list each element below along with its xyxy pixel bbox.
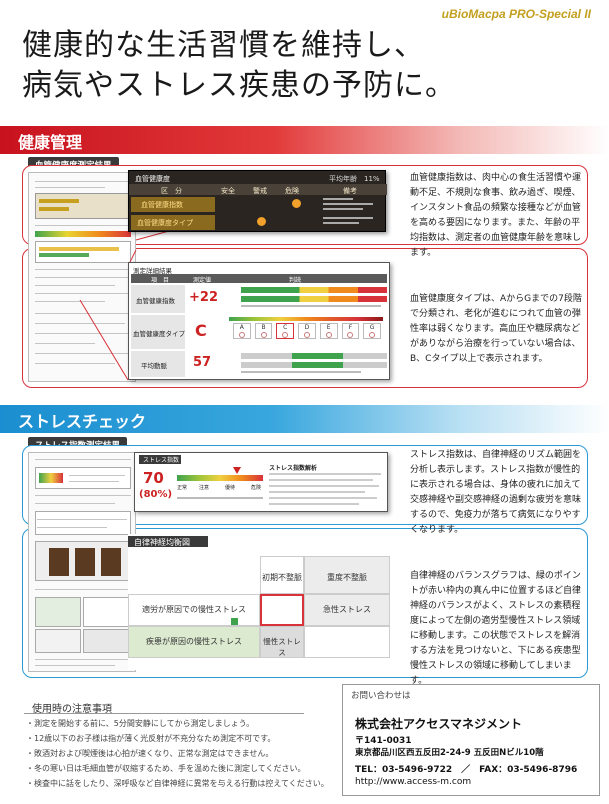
usage-note-item: ・敗酒対および喫煙後は心拍が速くなり、正常な測定はできません。 (26, 749, 274, 758)
vascular-row-index: 血管健康指数 (141, 201, 183, 209)
detail-title: 測定詳細結果 (133, 267, 172, 275)
detail-row-artery-value: 57 (193, 355, 212, 370)
vascular-header-remarks: 備考 (343, 187, 357, 195)
vascular-age-note: 平均年齢 11% (329, 175, 380, 183)
usage-notes-divider (24, 713, 304, 714)
company-phone-fax: TEL：03-5496-9722 ／ FAX：03-5496-8796 (355, 765, 578, 775)
vessel-type-letter: D (304, 324, 310, 331)
vessel-type-letter: G (369, 324, 375, 331)
vessel-type-badge: A (233, 323, 251, 339)
usage-note-item: ・検査中に話をしたり、深呼吸など自律神経に異常を与える行動は控えてください。 (26, 779, 329, 788)
vascular-header-safe: 安全 (221, 187, 235, 195)
contact-box: お問い合わせは 株式会社アクセスマネジメント 〒141-0031 東京都品川区西… (342, 684, 600, 796)
stress-section-bar: ストレスチェック (0, 405, 609, 433)
detail-row-artery-label: 平均動脈 (141, 362, 167, 370)
page-headline: 健康的な生活習慣を維持し、 病気やストレス疾患の予防に。 (22, 26, 582, 106)
stress-scale-strained: 優待 (225, 485, 236, 491)
balance-col-early-arrhythmia: 初期不整脈 (262, 573, 302, 582)
vessel-type-icon (238, 332, 245, 338)
balance-col-severe-arrhythmia: 重度不整脈 (327, 573, 367, 582)
balance-chronic-stress: 慢性ストレス (263, 637, 301, 657)
detail-header-item: 項 目 (151, 277, 170, 284)
company-name: 株式会社アクセスマネジメント (355, 717, 523, 731)
contact-label: お問い合わせは (351, 691, 411, 701)
company-url[interactable]: http://www.access-m.com (355, 777, 472, 787)
stress-analysis-title: ストレス指数解析 (269, 465, 318, 472)
vessel-type-badge: E (319, 323, 338, 339)
health-section-bar: 健康管理 (0, 126, 609, 154)
stress-index-percent: (80%) (139, 489, 173, 500)
vessel-type-icon (325, 332, 332, 338)
detail-row-type-value: C (195, 321, 207, 340)
vascular-header-category: 区 分 (161, 187, 182, 195)
balance-row-overwork-chronic: 適労が原因での慢性ストレス (142, 605, 246, 614)
stress-index-value: 70 (143, 469, 164, 487)
vessel-type-badge: G (363, 323, 381, 339)
brand-logo-text: uBioMacpa PRO-Special II (441, 7, 591, 21)
usage-note-item: ・冬の寒い日は毛細血管が収縮するため、手を温めた後に測定してください。 (26, 764, 306, 773)
health-section-title: 健康管理 (18, 133, 83, 152)
vessel-type-icon (303, 332, 310, 338)
stress-scale-normal: 正常 (177, 485, 188, 491)
vessel-type-badge: F (341, 323, 360, 339)
vessel-type-icon (282, 332, 289, 338)
vascular-detail-screen: 測定詳細結果 項 目 測定値 判読 血管健康指数 +22 血管健康度タイプ C … (128, 262, 390, 380)
usage-note-item: ・12歳以下のお子様は指が薄く光反射が不充分なため測定不可です。 (26, 734, 276, 743)
stress-index-screen: ストレス指数 70 (80%) 正常 注意 優待 危険 ストレス指数解析 (134, 452, 388, 512)
stress-scale-danger: 危険 (251, 485, 262, 491)
postal-code: 〒141-0031 (355, 736, 412, 746)
balance-acute-stress: 急性ストレス (323, 605, 371, 614)
vascular-index-marker (292, 199, 301, 208)
balance-title: 自律神経均衡図 (134, 538, 190, 547)
detail-row-index-value: +22 (189, 290, 218, 305)
vessel-type-letter: A (239, 324, 244, 331)
vascular-report-thumbnail (28, 172, 136, 382)
balance-description: 自律神経のバランスグラフは、緑のポイントが赤い枠内の真ん中に位置するほど自律神経… (410, 571, 582, 686)
detail-row-index-label: 血管健康指数 (136, 297, 175, 305)
headline-line-1: 健康的な生活習慣を維持し、 (22, 28, 425, 63)
vessel-type-icon (347, 332, 354, 338)
autonomic-balance-chart: 自律神経均衡図 初期不整脈 重度不整脈 適労が原因での慢性ストレス 急性ストレス… (128, 534, 392, 670)
vascular-type-marker (257, 217, 266, 226)
balance-green-point (231, 618, 238, 625)
vascular-type-description: 血管健康度タイプは、AからGまでの7段階で分類され、老化が進むにつれて血管の弾性… (410, 294, 582, 364)
detail-row-type-label: 血管健康度タイプ (133, 330, 185, 338)
stress-index-title: ストレス指数 (143, 457, 180, 464)
usage-notes-title: 使用時の注意事項 (32, 704, 112, 715)
stress-section-title: ストレスチェック (18, 412, 147, 431)
vessel-type-icon (369, 332, 376, 338)
company-address: 東京都品川区西五反田2-24-9 五反田Nビル10階 (355, 748, 544, 758)
vessel-type-badge: C (276, 323, 295, 339)
balance-row-disease-chronic: 疾患が原因の慢性ストレス (146, 637, 242, 646)
detail-header-reading: 判読 (289, 277, 302, 284)
vessel-type-badge: B (254, 323, 273, 339)
vessel-type-letter: E (326, 324, 331, 331)
vascular-index-table: 血管健康度 平均年齢 11% 区 分 安全 警戒 危険 備考 血管健康指数 血管… (128, 170, 387, 232)
vessel-type-letter: F (348, 324, 353, 331)
vessel-type-badge: D (298, 323, 316, 339)
vascular-table-title: 血管健康度 (135, 175, 170, 183)
vessel-type-icon (260, 332, 267, 338)
balance-center-frame (260, 594, 304, 626)
vascular-header-danger: 危険 (285, 187, 299, 195)
detail-header-value: 測定値 (193, 277, 212, 284)
vascular-index-description: 血管健康指数は、肉中心の食生活習慣や運動不足、不規則な食事、飲み過ぎ、喫煙、イン… (410, 173, 582, 258)
vessel-type-row: A B C D E F G (231, 323, 383, 341)
stress-index-description: ストレス指数は、自律神経のリズム範囲を分析し表示します。ストレス指数が慢性的に表… (410, 450, 582, 535)
vascular-row-type: 血管健康度タイプ (137, 219, 193, 227)
vessel-type-letter: B (261, 324, 266, 331)
vessel-type-letter: C (283, 324, 288, 331)
stress-scale-pointer (233, 467, 241, 474)
stress-report-thumbnail (28, 452, 136, 672)
vascular-header-caution: 警戒 (253, 187, 267, 195)
headline-line-2: 病気やストレス疾患の予防に。 (22, 68, 456, 103)
stress-scale-caution: 注意 (199, 485, 210, 491)
stress-scale-bar (177, 475, 263, 481)
usage-note-item: ・測定を開始する前に、5分間安静にしてから測定しましょう。 (26, 719, 255, 728)
